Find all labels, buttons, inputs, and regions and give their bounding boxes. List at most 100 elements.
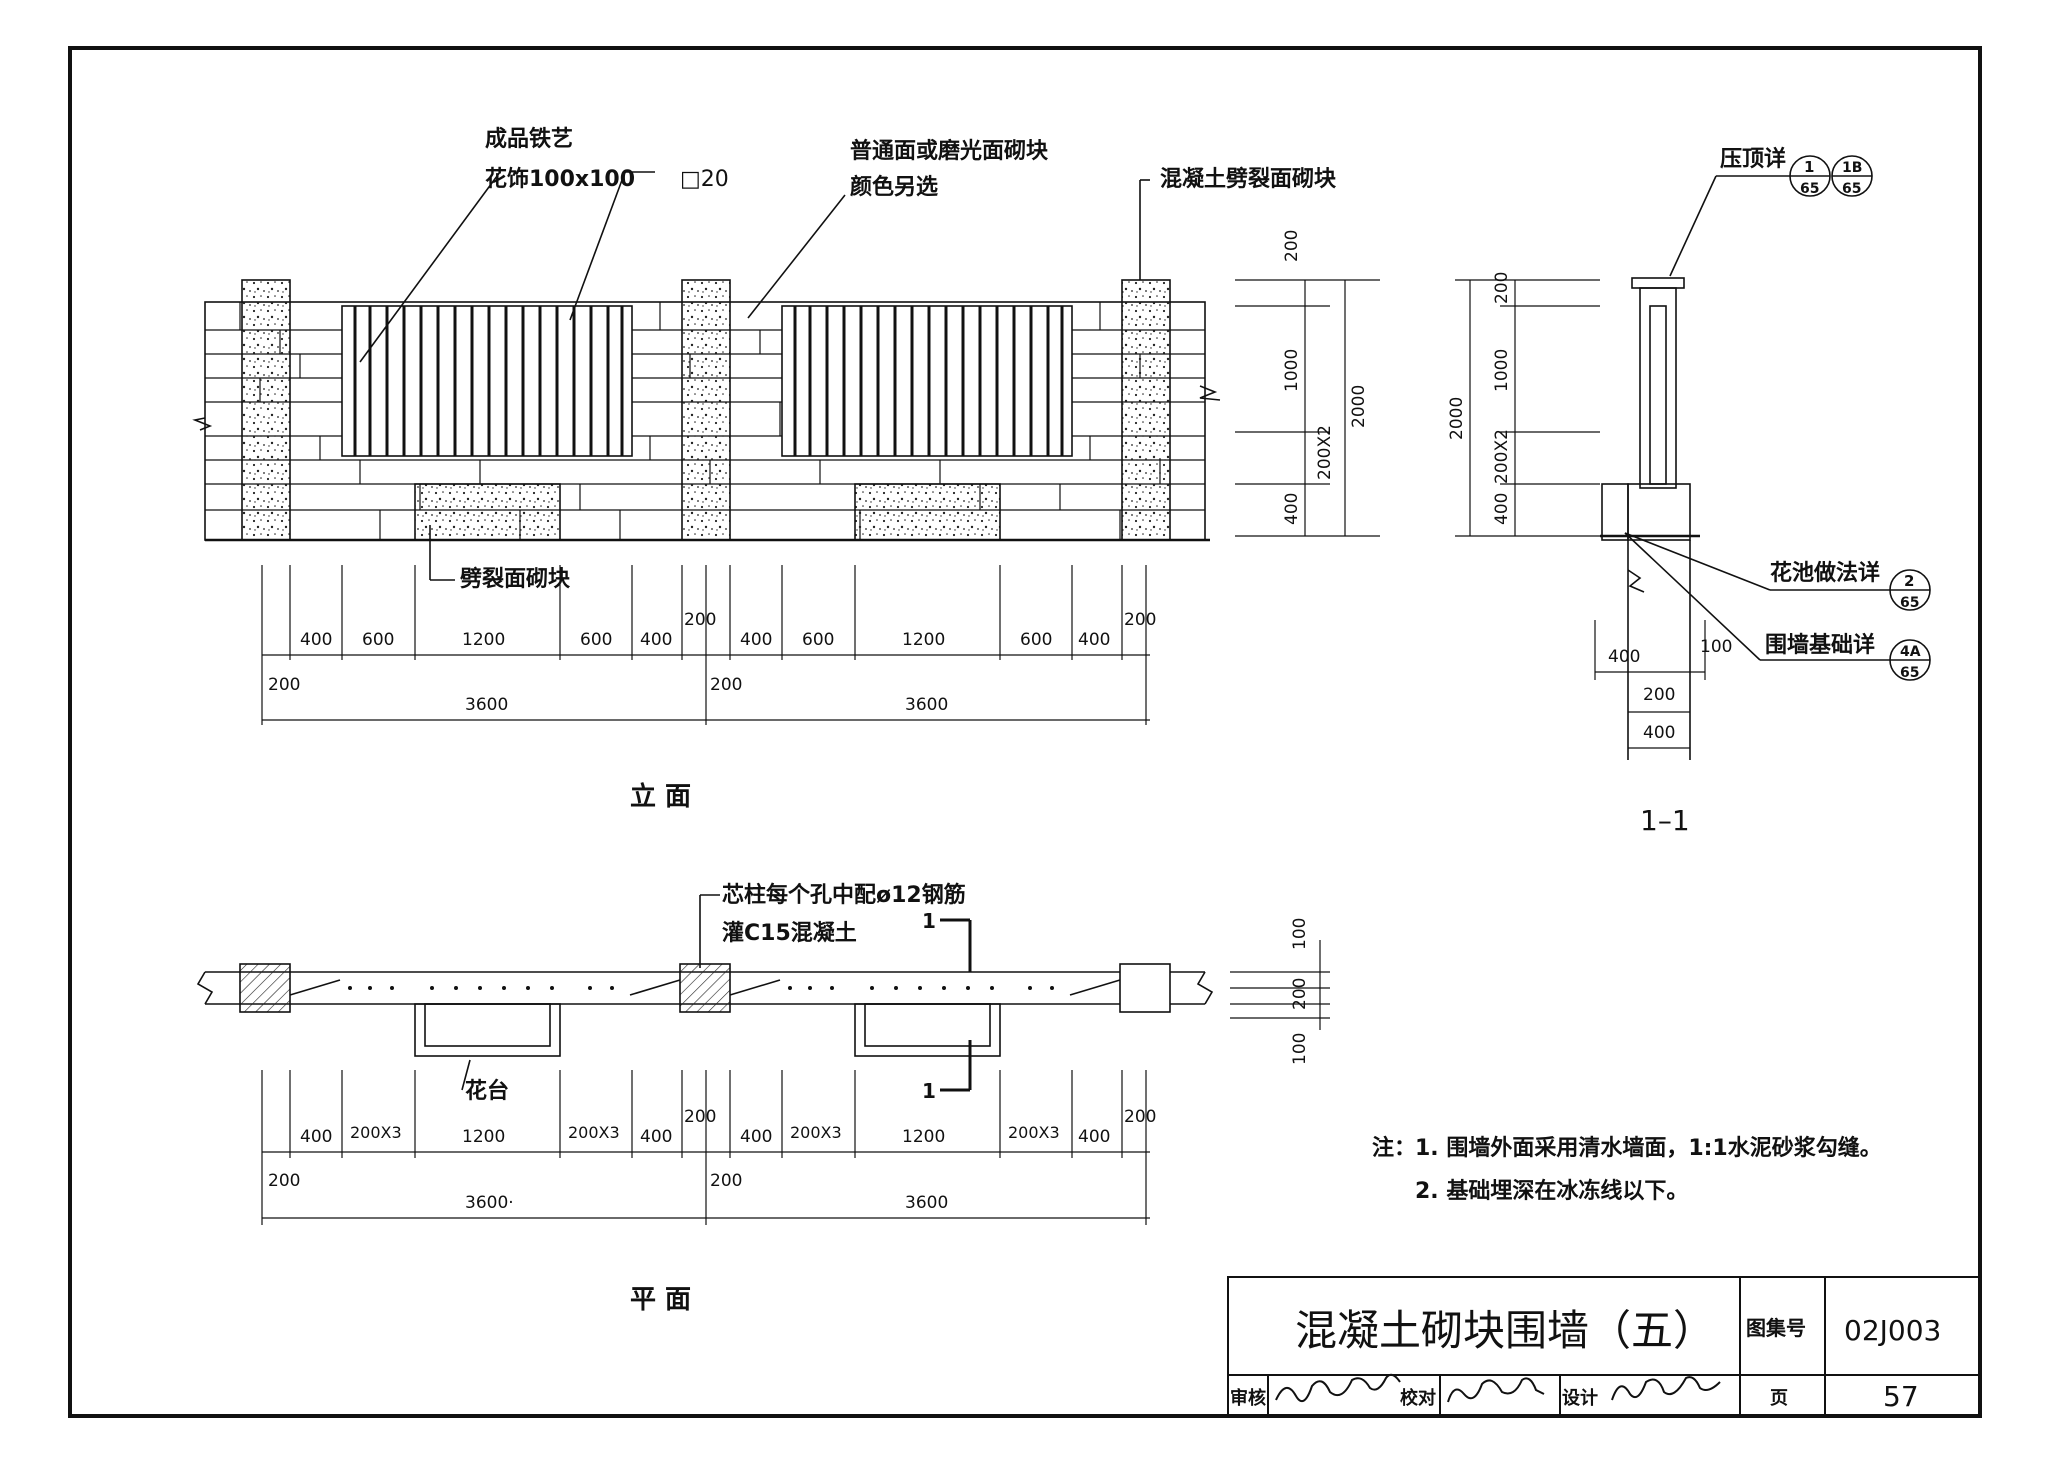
coping-ref-1b-page: 65 bbox=[1842, 181, 1861, 197]
section-title: 1–1 bbox=[1640, 804, 1690, 837]
design-signature bbox=[1611, 1376, 1721, 1401]
check-label: 校对 bbox=[1400, 1387, 1436, 1409]
elev-dim-600-a: 600 bbox=[362, 630, 394, 650]
plan-break-right bbox=[1196, 971, 1214, 1005]
plan-span-2: 3600 bbox=[905, 1193, 948, 1213]
footing-ref-page: 65 bbox=[1900, 665, 1919, 681]
plan-pier-left bbox=[239, 963, 291, 1013]
plan-dim-200x3-d: 200X3 bbox=[1008, 1123, 1060, 1142]
planter-right-inner bbox=[864, 1003, 991, 1047]
coping-ref-1 bbox=[1789, 155, 1831, 197]
section-height-200: 200 bbox=[1492, 272, 1512, 304]
section-dim-200: 200 bbox=[1643, 685, 1675, 705]
block-label-line1: 普通面或磨光面砌块 bbox=[850, 138, 1049, 164]
ironwork-label-line1: 成品铁艺 bbox=[485, 126, 573, 152]
planter-detail-label: 花池做法详 bbox=[1770, 560, 1880, 586]
plan-width-100-top: 100 bbox=[1290, 918, 1310, 950]
plan-title: 平 面 bbox=[630, 1285, 691, 1315]
elev-dim-200-mid: 200 bbox=[710, 675, 742, 695]
plan-dim-400-d: 400 bbox=[1078, 1127, 1110, 1147]
planter-left bbox=[414, 1003, 561, 1057]
section-coping bbox=[1631, 277, 1685, 289]
elev-span-2: 3600 bbox=[905, 695, 948, 715]
plan-pier-right bbox=[1119, 963, 1171, 1013]
elev-dim-400-b: 400 bbox=[640, 630, 672, 650]
plan-dim-1200-a: 1200 bbox=[462, 1127, 505, 1147]
cut-mark-bottom: 1 bbox=[922, 1079, 936, 1103]
section-rail bbox=[1649, 305, 1667, 485]
footing-detail-label: 围墙基础详 bbox=[1765, 632, 1875, 658]
elevation-vertical-dims bbox=[1235, 279, 1380, 537]
sheet-border bbox=[68, 46, 1982, 1418]
planter-ref bbox=[1889, 569, 1931, 611]
sheet-title: 混凝土砌块围墙（五） bbox=[1295, 1306, 1715, 1355]
elev-dim-200-mid-top: 200 bbox=[684, 610, 716, 630]
core-note-line1: 芯柱每个孔中配ø12钢筋 bbox=[722, 882, 966, 908]
elev-dim-600-c: 600 bbox=[802, 630, 834, 650]
split-face-blocks-right bbox=[854, 483, 1001, 541]
elev-dim-1200-a: 1200 bbox=[462, 630, 505, 650]
core-note-line2: 灌C15混凝土 bbox=[722, 920, 857, 946]
split-face-bottom-label: 劈裂面砌块 bbox=[460, 566, 571, 592]
ironwork-label-line2: 花饰100x100 bbox=[485, 166, 635, 192]
elev-height-1000: 1000 bbox=[1282, 349, 1302, 392]
check-signature bbox=[1447, 1377, 1545, 1403]
section-dims bbox=[1455, 279, 1706, 749]
coping-ref-1b-num: 1B bbox=[1842, 160, 1862, 176]
plan-core-dots bbox=[348, 986, 1054, 990]
elev-dim-200-right: 200 bbox=[1124, 610, 1156, 630]
design-label: 设计 bbox=[1562, 1387, 1598, 1409]
section-break-mark bbox=[1627, 569, 1645, 593]
section-height-1000: 1000 bbox=[1492, 349, 1512, 392]
elev-dim-400-d: 400 bbox=[1078, 630, 1110, 650]
elev-dim-400-a: 400 bbox=[300, 630, 332, 650]
plan-span-1: 3600· bbox=[465, 1193, 514, 1213]
atlas-number: 02J003 bbox=[1844, 1314, 1941, 1347]
note-1: 1. 围墙外面采用清水墙面，1:1水泥砂浆勾缝。 bbox=[1415, 1135, 1882, 1161]
section-height-200x2: 200X2 bbox=[1492, 429, 1512, 484]
elev-dim-600-b: 600 bbox=[580, 630, 612, 650]
elev-span-1: 3600 bbox=[465, 695, 508, 715]
planter-right bbox=[854, 1003, 1001, 1057]
section-wall bbox=[1639, 287, 1677, 489]
section-footing bbox=[1627, 483, 1691, 541]
section-view bbox=[1455, 175, 1890, 760]
coping-ref-1-num: 1 bbox=[1804, 158, 1814, 176]
planter-label: 花台 bbox=[465, 1078, 509, 1104]
plan-dim-200x3-a: 200X3 bbox=[350, 1123, 402, 1142]
plan-pier-middle bbox=[679, 963, 731, 1013]
footing-ref-num: 4A bbox=[1900, 644, 1921, 660]
planter-ref-page: 65 bbox=[1900, 595, 1919, 611]
page-label: 页 bbox=[1770, 1388, 1788, 1409]
bar-size-label: □20 bbox=[680, 167, 729, 192]
plan-dim-200x3-c: 200X3 bbox=[790, 1123, 842, 1142]
plan-dim-400-b: 400 bbox=[640, 1127, 672, 1147]
section-dim-400-bottom: 400 bbox=[1643, 723, 1675, 743]
block-label-line2: 颜色另选 bbox=[850, 174, 938, 200]
review-label: 审核 bbox=[1230, 1387, 1266, 1409]
planter-left-inner bbox=[424, 1003, 551, 1047]
pier-right bbox=[1121, 279, 1171, 541]
elev-dim-400-c: 400 bbox=[740, 630, 772, 650]
section-planter bbox=[1601, 483, 1629, 541]
notes-prefix: 注： bbox=[1372, 1135, 1416, 1161]
rail-bars bbox=[353, 306, 1064, 456]
atlas-label: 图集号 bbox=[1746, 1316, 1806, 1340]
elev-height-200: 200 bbox=[1282, 230, 1302, 262]
elevation-dim-lines bbox=[261, 565, 1150, 725]
split-face-top-label: 混凝土劈裂面砌块 bbox=[1160, 166, 1337, 192]
section-height-2000: 2000 bbox=[1447, 397, 1467, 440]
break-mark-left bbox=[192, 417, 213, 431]
split-face-blocks-left bbox=[414, 483, 561, 541]
title-block bbox=[1227, 1276, 1981, 1417]
break-mark-right bbox=[1199, 385, 1221, 401]
plan-dim-400-a: 400 bbox=[300, 1127, 332, 1147]
plan-dim-200x3-b: 200X3 bbox=[568, 1123, 620, 1142]
plan-dim-lines bbox=[261, 940, 1330, 1225]
elev-dim-600-d: 600 bbox=[1020, 630, 1052, 650]
review-signature bbox=[1275, 1373, 1401, 1403]
coping-ref-1-page: 65 bbox=[1800, 181, 1819, 197]
cut-mark-top: 1 bbox=[922, 909, 936, 933]
pier-left bbox=[241, 279, 291, 541]
pier-middle bbox=[681, 279, 731, 541]
